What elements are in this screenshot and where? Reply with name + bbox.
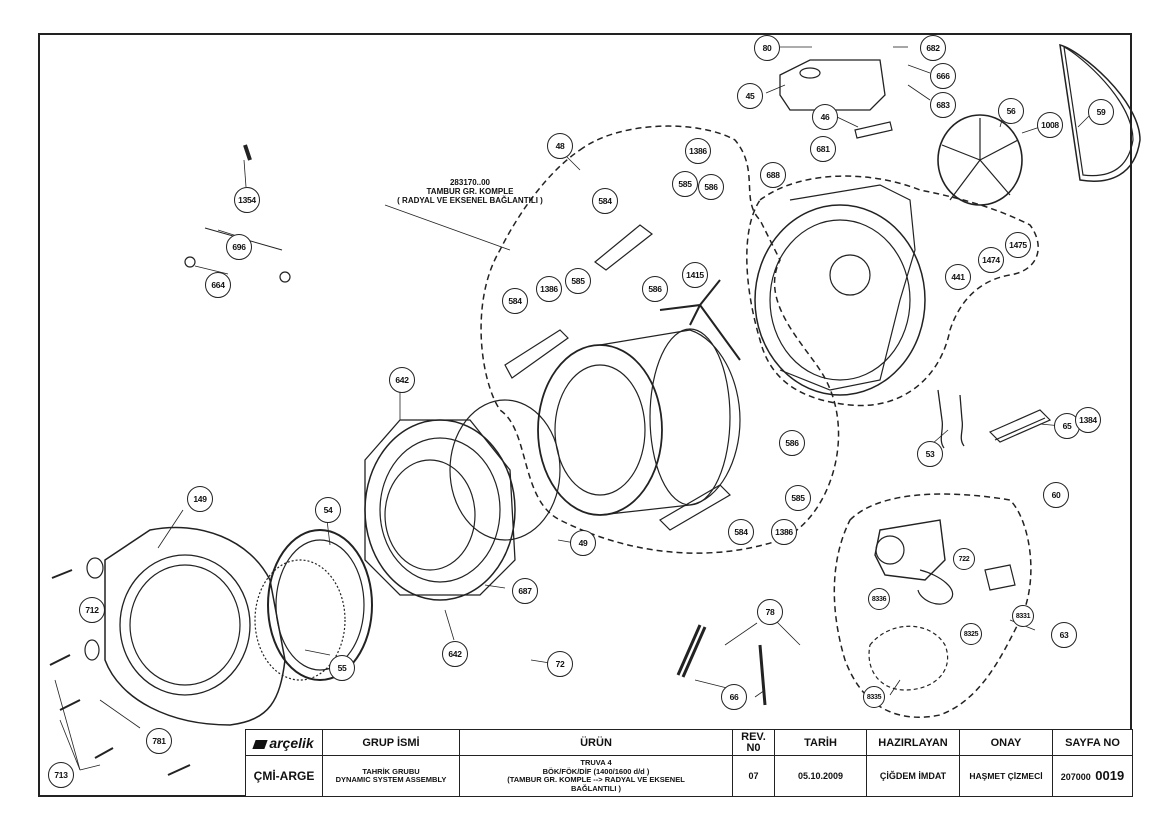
callout-586-lower: 586 <box>779 430 805 456</box>
callout-722: 722 <box>953 548 975 570</box>
callout-48: 48 <box>547 133 573 159</box>
callout-642-lower: 642 <box>442 641 468 667</box>
callout-584-mid: 584 <box>502 288 528 314</box>
callout-80: 80 <box>754 35 780 61</box>
assembly-subtitle: ( RADYAL VE EKSENEL BAĞLANTILI ) <box>397 196 543 205</box>
logo-cell: arçelik <box>245 729 323 756</box>
callout-1384: 1384 <box>1075 407 1101 433</box>
callout-1415: 1415 <box>682 262 708 288</box>
rev-header: REV. N0 <box>732 729 775 756</box>
callout-584-lower: 584 <box>728 519 754 545</box>
approved-by: HAŞMET ÇİZMECİ <box>959 755 1053 797</box>
callout-683: 683 <box>930 92 956 118</box>
assembly-title: TAMBUR GR. KOMPLE <box>426 187 514 196</box>
page-header: SAYFA NO <box>1052 729 1133 756</box>
group-name: TAHRİK GRUBU DYNAMIC SYSTEM ASSEMBLY <box>322 755 460 797</box>
title-block: arçelik GRUP İSMİ ÜRÜN REV. N0 TARİH HAZ… <box>245 729 1133 797</box>
callout-8335: 8335 <box>863 686 885 708</box>
rev-header-line2: N0 <box>746 741 761 754</box>
motor-group-boundary <box>833 493 1032 718</box>
page-prefix: 207000 <box>1060 772 1091 782</box>
callout-712: 712 <box>79 597 105 623</box>
company-logo: arçelik <box>269 734 314 751</box>
rev-number: 07 <box>732 755 775 797</box>
group-name-line2: DYNAMIC SYSTEM ASSEMBLY <box>335 775 447 784</box>
callout-687: 687 <box>512 578 538 604</box>
date-header: TARİH <box>774 729 867 756</box>
callout-53: 53 <box>917 441 943 467</box>
callout-1474: 1474 <box>978 247 1004 273</box>
arcelik-logo-icon <box>252 740 268 750</box>
callout-54: 54 <box>315 497 341 523</box>
callout-682: 682 <box>920 35 946 61</box>
callout-642-upper: 642 <box>389 367 415 393</box>
callout-55: 55 <box>329 655 355 681</box>
callout-149: 149 <box>187 486 213 512</box>
callout-8331: 8331 <box>1012 605 1034 627</box>
callout-1354: 1354 <box>234 187 260 213</box>
product-header: ÜRÜN <box>459 729 733 756</box>
callout-45: 45 <box>737 83 763 109</box>
approved-header: ONAY <box>959 729 1053 756</box>
callout-1386-mid: 1386 <box>536 276 562 302</box>
callout-56: 56 <box>998 98 1024 124</box>
callout-586-upper: 586 <box>698 174 724 200</box>
callout-78: 78 <box>757 599 783 625</box>
callout-664: 664 <box>205 272 231 298</box>
callout-49: 49 <box>570 530 596 556</box>
callout-72: 72 <box>547 651 573 677</box>
group-name-line1: TAHRİK GRUBU <box>362 766 420 776</box>
brush-group-boundary <box>868 625 949 691</box>
callout-781: 781 <box>146 728 172 754</box>
product-line4: BAĞLANTILI ) <box>571 783 621 793</box>
callout-59: 59 <box>1088 99 1114 125</box>
callout-585-mid: 585 <box>565 268 591 294</box>
callout-585-lower: 585 <box>785 485 811 511</box>
callout-46: 46 <box>812 104 838 130</box>
callout-60: 60 <box>1043 482 1069 508</box>
tub-group-boundary <box>746 175 1039 407</box>
assembly-code: 283170..00 <box>449 178 491 187</box>
assembly-label: 283170..00 TAMBUR GR. KOMPLE ( RADYAL VE… <box>375 178 565 205</box>
callout-8325: 8325 <box>960 623 982 645</box>
rev-header-line1: REV. <box>741 730 766 743</box>
front-panel-outline <box>104 526 286 726</box>
callout-441: 441 <box>945 264 971 290</box>
department: ÇMİ-ARGE <box>245 755 323 797</box>
callout-666: 666 <box>930 63 956 89</box>
callout-66: 66 <box>721 684 747 710</box>
prepared-by: ÇİĞDEM İMDAT <box>866 755 960 797</box>
callout-586-mid: 586 <box>642 276 668 302</box>
page-number: 0019 <box>1095 768 1125 783</box>
callout-1386-lower: 1386 <box>771 519 797 545</box>
group-header: GRUP İSMİ <box>322 729 460 756</box>
prepared-header: HAZIRLAYAN <box>866 729 960 756</box>
product-line3: (TAMBUR GR. KOMPLE --> RADYAL VE EKSENEL <box>507 775 685 784</box>
callout-1475: 1475 <box>1005 232 1031 258</box>
callout-696: 696 <box>226 234 252 260</box>
date-value: 05.10.2009 <box>774 755 867 797</box>
product-line2: BÖK/FÖK/DİF (1400/1600 d/d ) <box>542 766 650 776</box>
callout-585-upper: 585 <box>672 171 698 197</box>
callout-63: 63 <box>1051 622 1077 648</box>
callout-713: 713 <box>48 762 74 788</box>
product-name: TRUVA 4 BÖK/FÖK/DİF (1400/1600 d/d ) (TA… <box>459 755 733 797</box>
product-line1: TRUVA 4 <box>580 758 612 767</box>
page-number-cell: 207000 0019 <box>1052 755 1133 797</box>
callout-1008: 1008 <box>1037 112 1063 138</box>
callout-1386-upper: 1386 <box>685 138 711 164</box>
callout-688: 688 <box>760 162 786 188</box>
callout-8336: 8336 <box>868 588 890 610</box>
callout-584-upper: 584 <box>592 188 618 214</box>
callout-681: 681 <box>810 136 836 162</box>
